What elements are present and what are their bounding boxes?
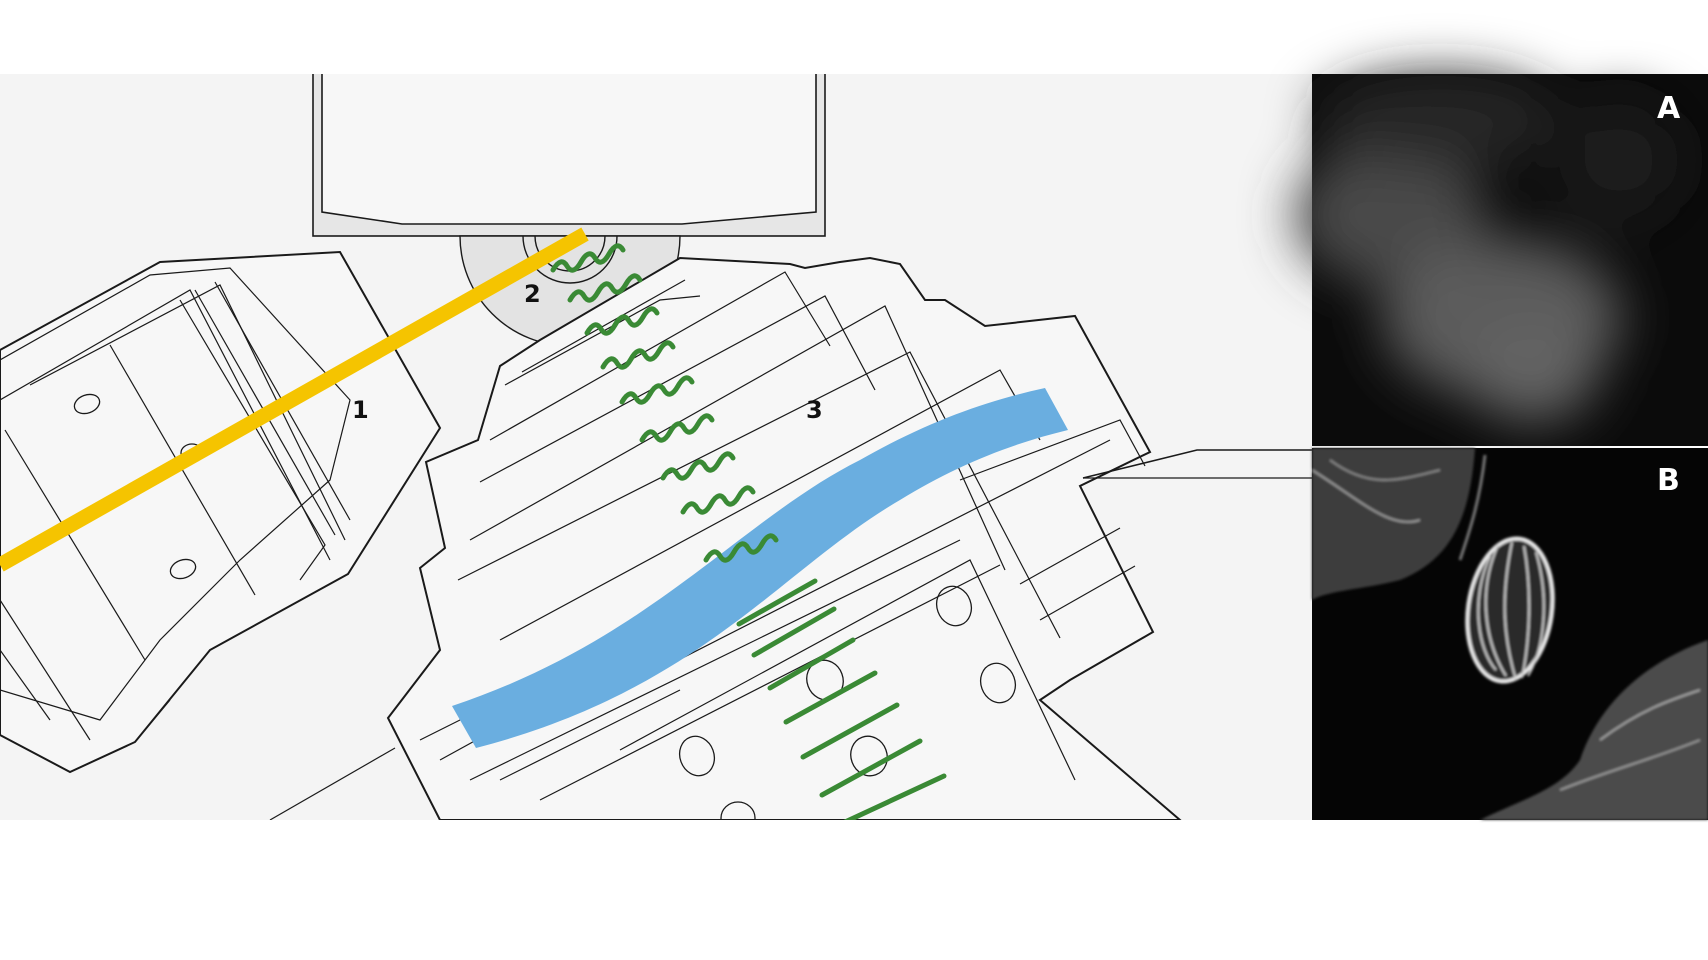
sample-chamber bbox=[312, 74, 826, 237]
label-objective-1: 1 bbox=[352, 396, 369, 424]
panel-a-label: A bbox=[1657, 91, 1681, 126]
connector-line bbox=[1082, 449, 1312, 479]
collimated-emission bbox=[736, 578, 947, 820]
label-sample-2: 2 bbox=[524, 280, 541, 308]
light-sheet bbox=[452, 388, 1068, 748]
micrograph-panel-b: B bbox=[1311, 448, 1708, 820]
label-objective-3: 3 bbox=[806, 396, 823, 424]
emission-waves bbox=[550, 243, 779, 563]
illumination-beam bbox=[0, 227, 589, 572]
panel-b-label: B bbox=[1657, 463, 1680, 498]
micrograph-panel-a: A bbox=[1295, 74, 1708, 446]
